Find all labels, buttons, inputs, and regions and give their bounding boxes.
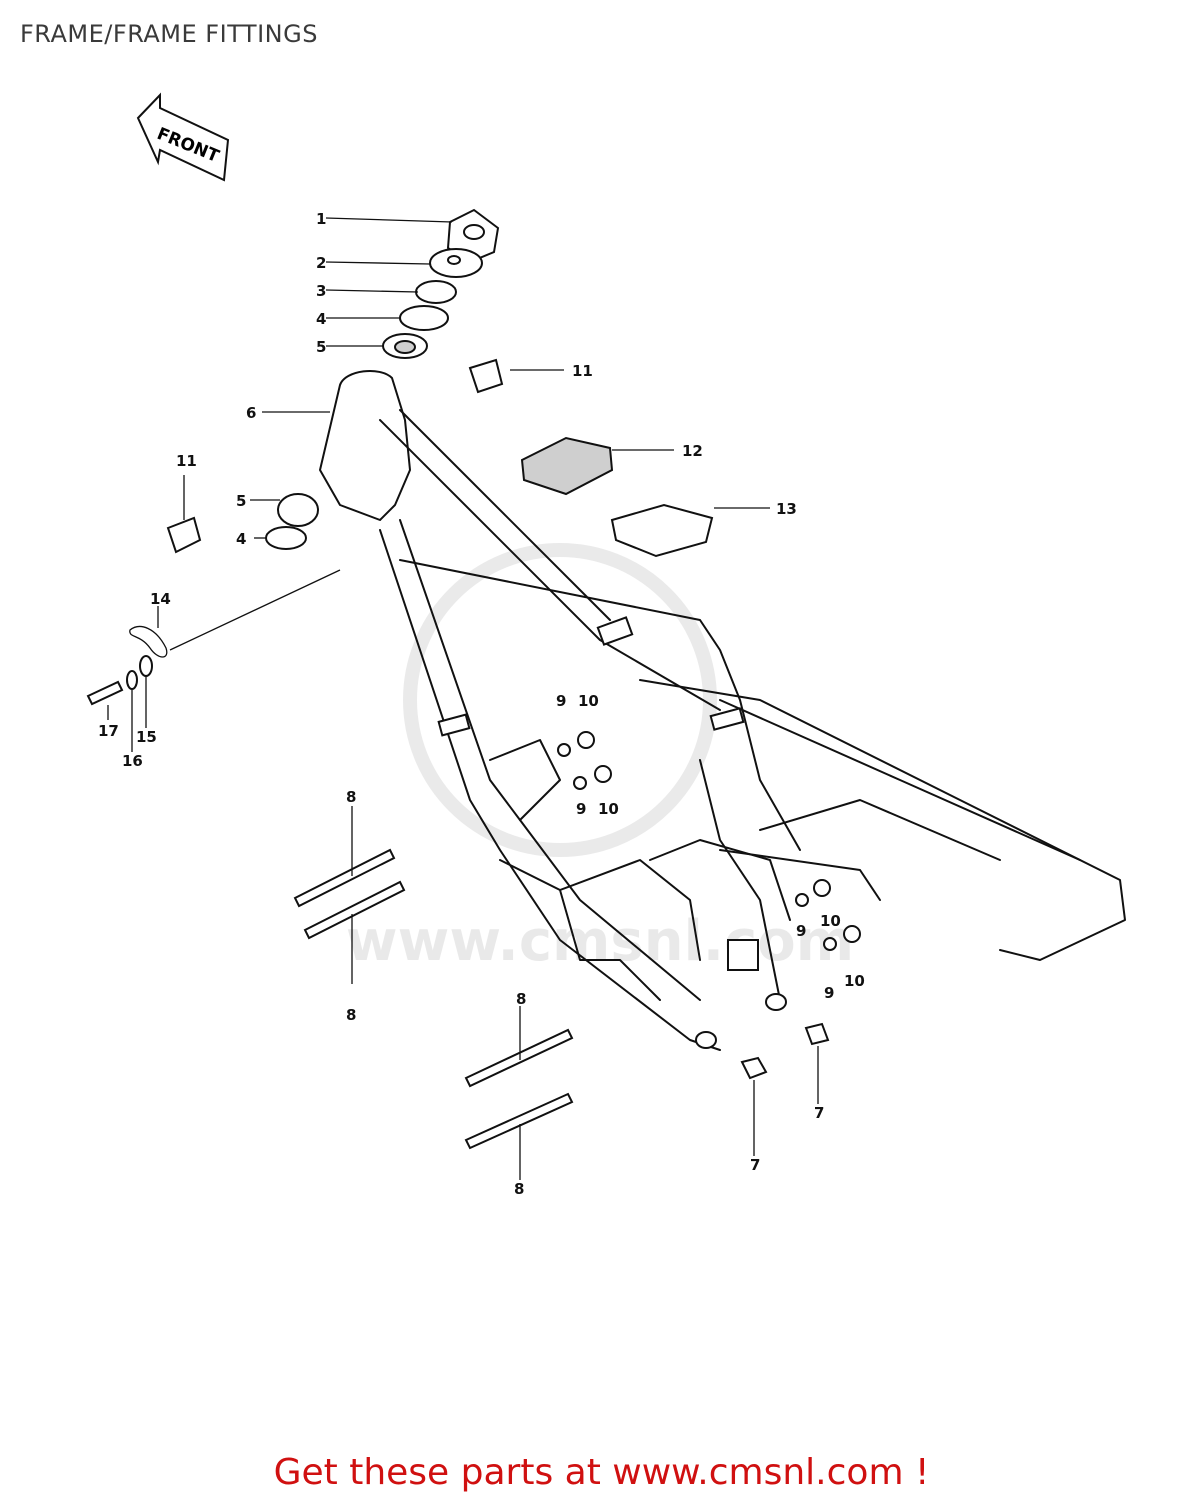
callout-7: 7 <box>750 1156 760 1174</box>
callout-10: 10 <box>598 800 619 818</box>
page-title: FRAME/FRAME FITTINGS <box>20 20 318 48</box>
lower-bearing-parts <box>166 493 319 554</box>
callout-3: 3 <box>316 282 326 300</box>
frame-accessories <box>468 358 714 558</box>
callout-1: 1 <box>316 210 326 228</box>
callout-10: 10 <box>578 692 599 710</box>
front-direction-arrow: FRONT <box>136 92 230 182</box>
small-fittings <box>86 625 168 706</box>
callout-8: 8 <box>346 788 356 806</box>
callout-4: 4 <box>236 530 246 548</box>
steering-head-parts <box>382 208 500 359</box>
callout-5: 5 <box>316 338 326 356</box>
callout-8: 8 <box>516 990 526 1008</box>
callout-9: 9 <box>576 800 586 818</box>
callout-12: 12 <box>682 442 703 460</box>
callout-11: 11 <box>572 362 593 380</box>
callout-10: 10 <box>844 972 865 990</box>
callout-labels: 1 2 3 4 5 6 11 11 12 13 5 4 14 17 16 15 … <box>98 210 865 1198</box>
callout-9: 9 <box>824 984 834 1002</box>
callout-11: 11 <box>176 452 197 470</box>
svg-text:www.cmsnl.com: www.cmsnl.com <box>346 909 854 974</box>
engine-mount-bolts <box>293 731 861 1150</box>
callout-16: 16 <box>122 752 143 770</box>
callout-10: 10 <box>820 912 841 930</box>
callout-14: 14 <box>150 590 171 608</box>
main-frame <box>319 370 1126 1051</box>
callout-8: 8 <box>346 1006 356 1024</box>
callout-5: 5 <box>236 492 246 510</box>
callout-9: 9 <box>796 922 806 940</box>
callout-7: 7 <box>814 1104 824 1122</box>
callout-17: 17 <box>98 722 119 740</box>
callout-4: 4 <box>316 310 326 328</box>
callout-9: 9 <box>556 692 566 710</box>
callout-2: 2 <box>316 254 326 272</box>
callout-15: 15 <box>136 728 157 746</box>
callout-6: 6 <box>246 404 256 422</box>
callout-8: 8 <box>514 1180 524 1198</box>
watermark: www.cmsnl.com <box>346 543 854 974</box>
leader-lines <box>107 217 819 1180</box>
shop-link[interactable]: Get these parts at www.cmsnl.com ! <box>273 1452 930 1493</box>
callout-13: 13 <box>776 500 797 518</box>
